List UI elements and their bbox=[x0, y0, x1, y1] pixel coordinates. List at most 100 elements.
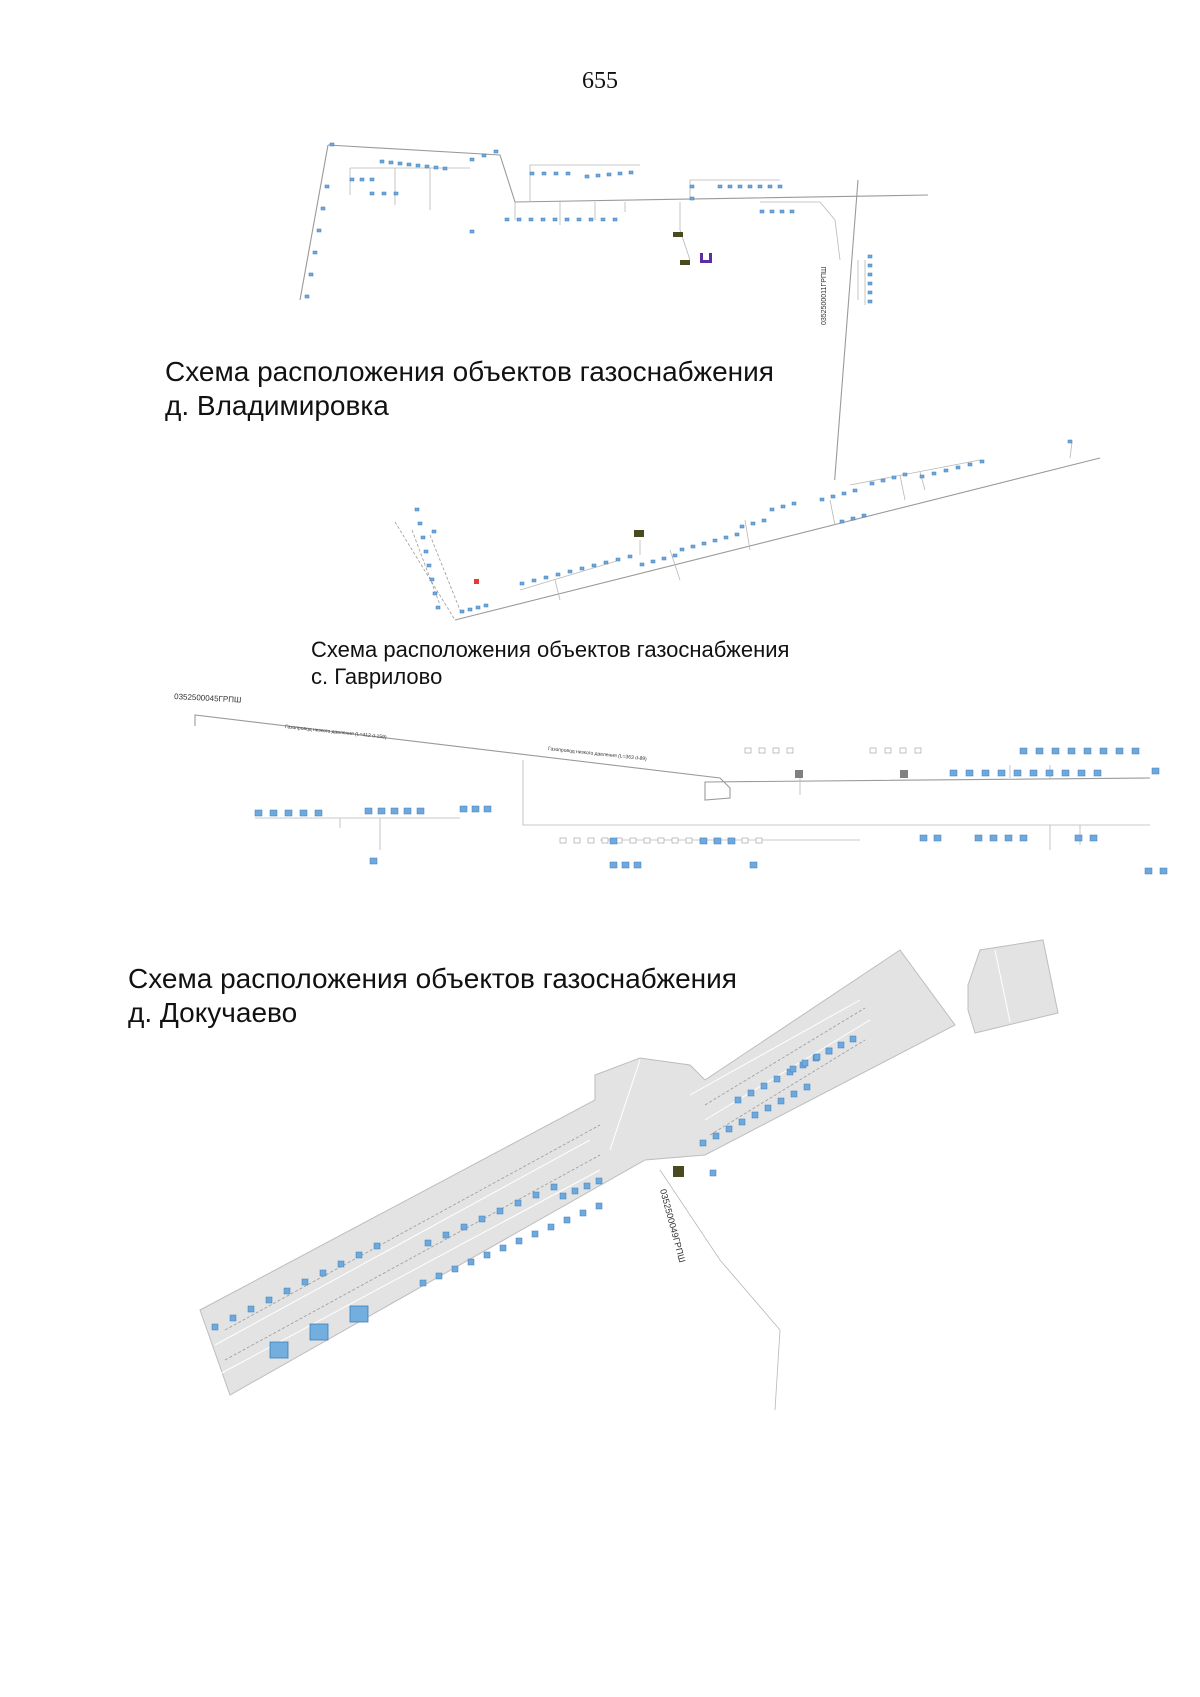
building-symbol bbox=[685, 837, 693, 844]
building-symbol bbox=[760, 1082, 768, 1090]
building-symbol bbox=[819, 497, 825, 502]
building-symbol bbox=[469, 157, 475, 162]
building-symbol bbox=[478, 1215, 486, 1223]
territory-layer bbox=[199, 939, 1059, 1396]
building-symbol bbox=[364, 807, 373, 815]
building-symbol bbox=[475, 605, 481, 610]
building-symbol bbox=[1089, 834, 1098, 842]
building-symbol bbox=[761, 518, 767, 523]
building-symbol bbox=[316, 228, 322, 233]
building-symbol bbox=[540, 217, 546, 222]
building-symbol bbox=[388, 160, 394, 165]
building-symbol bbox=[390, 807, 399, 815]
building-symbol bbox=[699, 1139, 707, 1147]
building-symbol bbox=[672, 553, 678, 558]
building-symbol bbox=[559, 1192, 567, 1200]
building-symbol bbox=[493, 149, 499, 154]
building-symbol bbox=[1067, 747, 1076, 755]
building-symbol bbox=[531, 1230, 539, 1238]
building-symbol bbox=[369, 857, 378, 865]
building-symbol bbox=[519, 581, 525, 586]
building-symbol bbox=[254, 809, 263, 817]
building-symbol bbox=[460, 1223, 468, 1231]
gas-supply-map-dokuchaevo: 0352500049ГРПШ bbox=[199, 939, 1059, 1410]
building-symbol bbox=[420, 535, 426, 540]
building-symbol bbox=[529, 171, 535, 176]
building-symbol bbox=[777, 1097, 785, 1105]
map-title-gavrilovo: Схема расположения объектов газоснабжени… bbox=[311, 636, 789, 690]
building-symbol bbox=[564, 217, 570, 222]
building-symbol bbox=[671, 837, 679, 844]
building-symbol bbox=[899, 747, 907, 754]
building-symbol bbox=[751, 1111, 759, 1119]
pipeline-network bbox=[299, 144, 929, 480]
building-symbol bbox=[997, 769, 1006, 777]
building-symbol bbox=[867, 263, 873, 268]
building-symbol bbox=[813, 1053, 821, 1061]
building-symbol bbox=[643, 837, 651, 844]
building-symbol bbox=[1067, 439, 1073, 444]
building-symbol bbox=[933, 834, 942, 842]
building-symbol bbox=[369, 177, 375, 182]
building-symbol bbox=[469, 229, 475, 234]
building-symbol bbox=[283, 1287, 291, 1295]
building-symbol bbox=[739, 524, 745, 529]
building-symbol bbox=[324, 184, 330, 189]
building-symbol bbox=[211, 1323, 219, 1331]
building-symbol bbox=[591, 563, 597, 568]
building-symbol bbox=[320, 206, 326, 211]
building-symbol bbox=[349, 1305, 369, 1323]
building-symbol bbox=[727, 837, 736, 845]
gas-supply-map-strip: 0352500045ГРПШ Газопровод низкого давлен… bbox=[174, 692, 1168, 875]
building-symbol bbox=[397, 161, 403, 166]
building-symbol bbox=[595, 1177, 603, 1185]
building-symbol bbox=[467, 1258, 475, 1266]
building-symbol bbox=[841, 491, 847, 496]
map-title-line: Схема расположения объектов газоснабжени… bbox=[311, 637, 790, 662]
building-symbol bbox=[919, 834, 928, 842]
building-symbol bbox=[555, 572, 561, 577]
building-symbol bbox=[949, 769, 958, 777]
building-symbol bbox=[1083, 747, 1092, 755]
map-title-line: Схема расположения объектов газоснабжени… bbox=[128, 963, 737, 994]
building-symbol bbox=[955, 465, 961, 470]
building-symbol bbox=[483, 805, 492, 813]
building-symbol bbox=[415, 163, 421, 168]
building-symbol bbox=[563, 1216, 571, 1224]
building-symbol bbox=[532, 1191, 540, 1199]
building-symbol bbox=[553, 171, 559, 176]
building-symbol bbox=[373, 1242, 381, 1250]
building-symbol bbox=[600, 217, 606, 222]
building-symbol bbox=[825, 1047, 833, 1055]
building-symbol bbox=[337, 1260, 345, 1268]
building-symbol bbox=[657, 837, 665, 844]
building-symbol bbox=[737, 184, 743, 189]
building-symbol bbox=[786, 747, 794, 754]
pipeline-label: Газопровод низкого давления (L=412 d-159… bbox=[285, 724, 387, 741]
building-symbol bbox=[759, 209, 765, 214]
building-symbol bbox=[541, 171, 547, 176]
grpsh-label: 0352500011ГРПШ bbox=[821, 267, 828, 325]
building-symbol bbox=[738, 1118, 746, 1126]
building-symbol bbox=[981, 769, 990, 777]
building-symbol bbox=[1035, 747, 1044, 755]
building-symbol bbox=[880, 478, 886, 483]
building-symbol bbox=[547, 1223, 555, 1231]
building-symbol bbox=[679, 547, 685, 552]
building-symbol bbox=[701, 541, 707, 546]
building-symbol bbox=[1159, 867, 1168, 875]
building-symbol bbox=[1029, 769, 1038, 777]
building-symbol bbox=[579, 1209, 587, 1217]
building-symbol bbox=[309, 1323, 329, 1341]
building-symbol bbox=[979, 459, 985, 464]
building-symbol bbox=[758, 747, 766, 754]
building-symbol bbox=[661, 556, 667, 561]
buildings-layer bbox=[211, 1035, 857, 1359]
building-symbol bbox=[403, 807, 412, 815]
building-symbol bbox=[744, 747, 752, 754]
building-symbol bbox=[483, 603, 489, 608]
building-symbol bbox=[301, 1278, 309, 1286]
building-symbol bbox=[423, 549, 429, 554]
building-symbol bbox=[314, 809, 323, 817]
